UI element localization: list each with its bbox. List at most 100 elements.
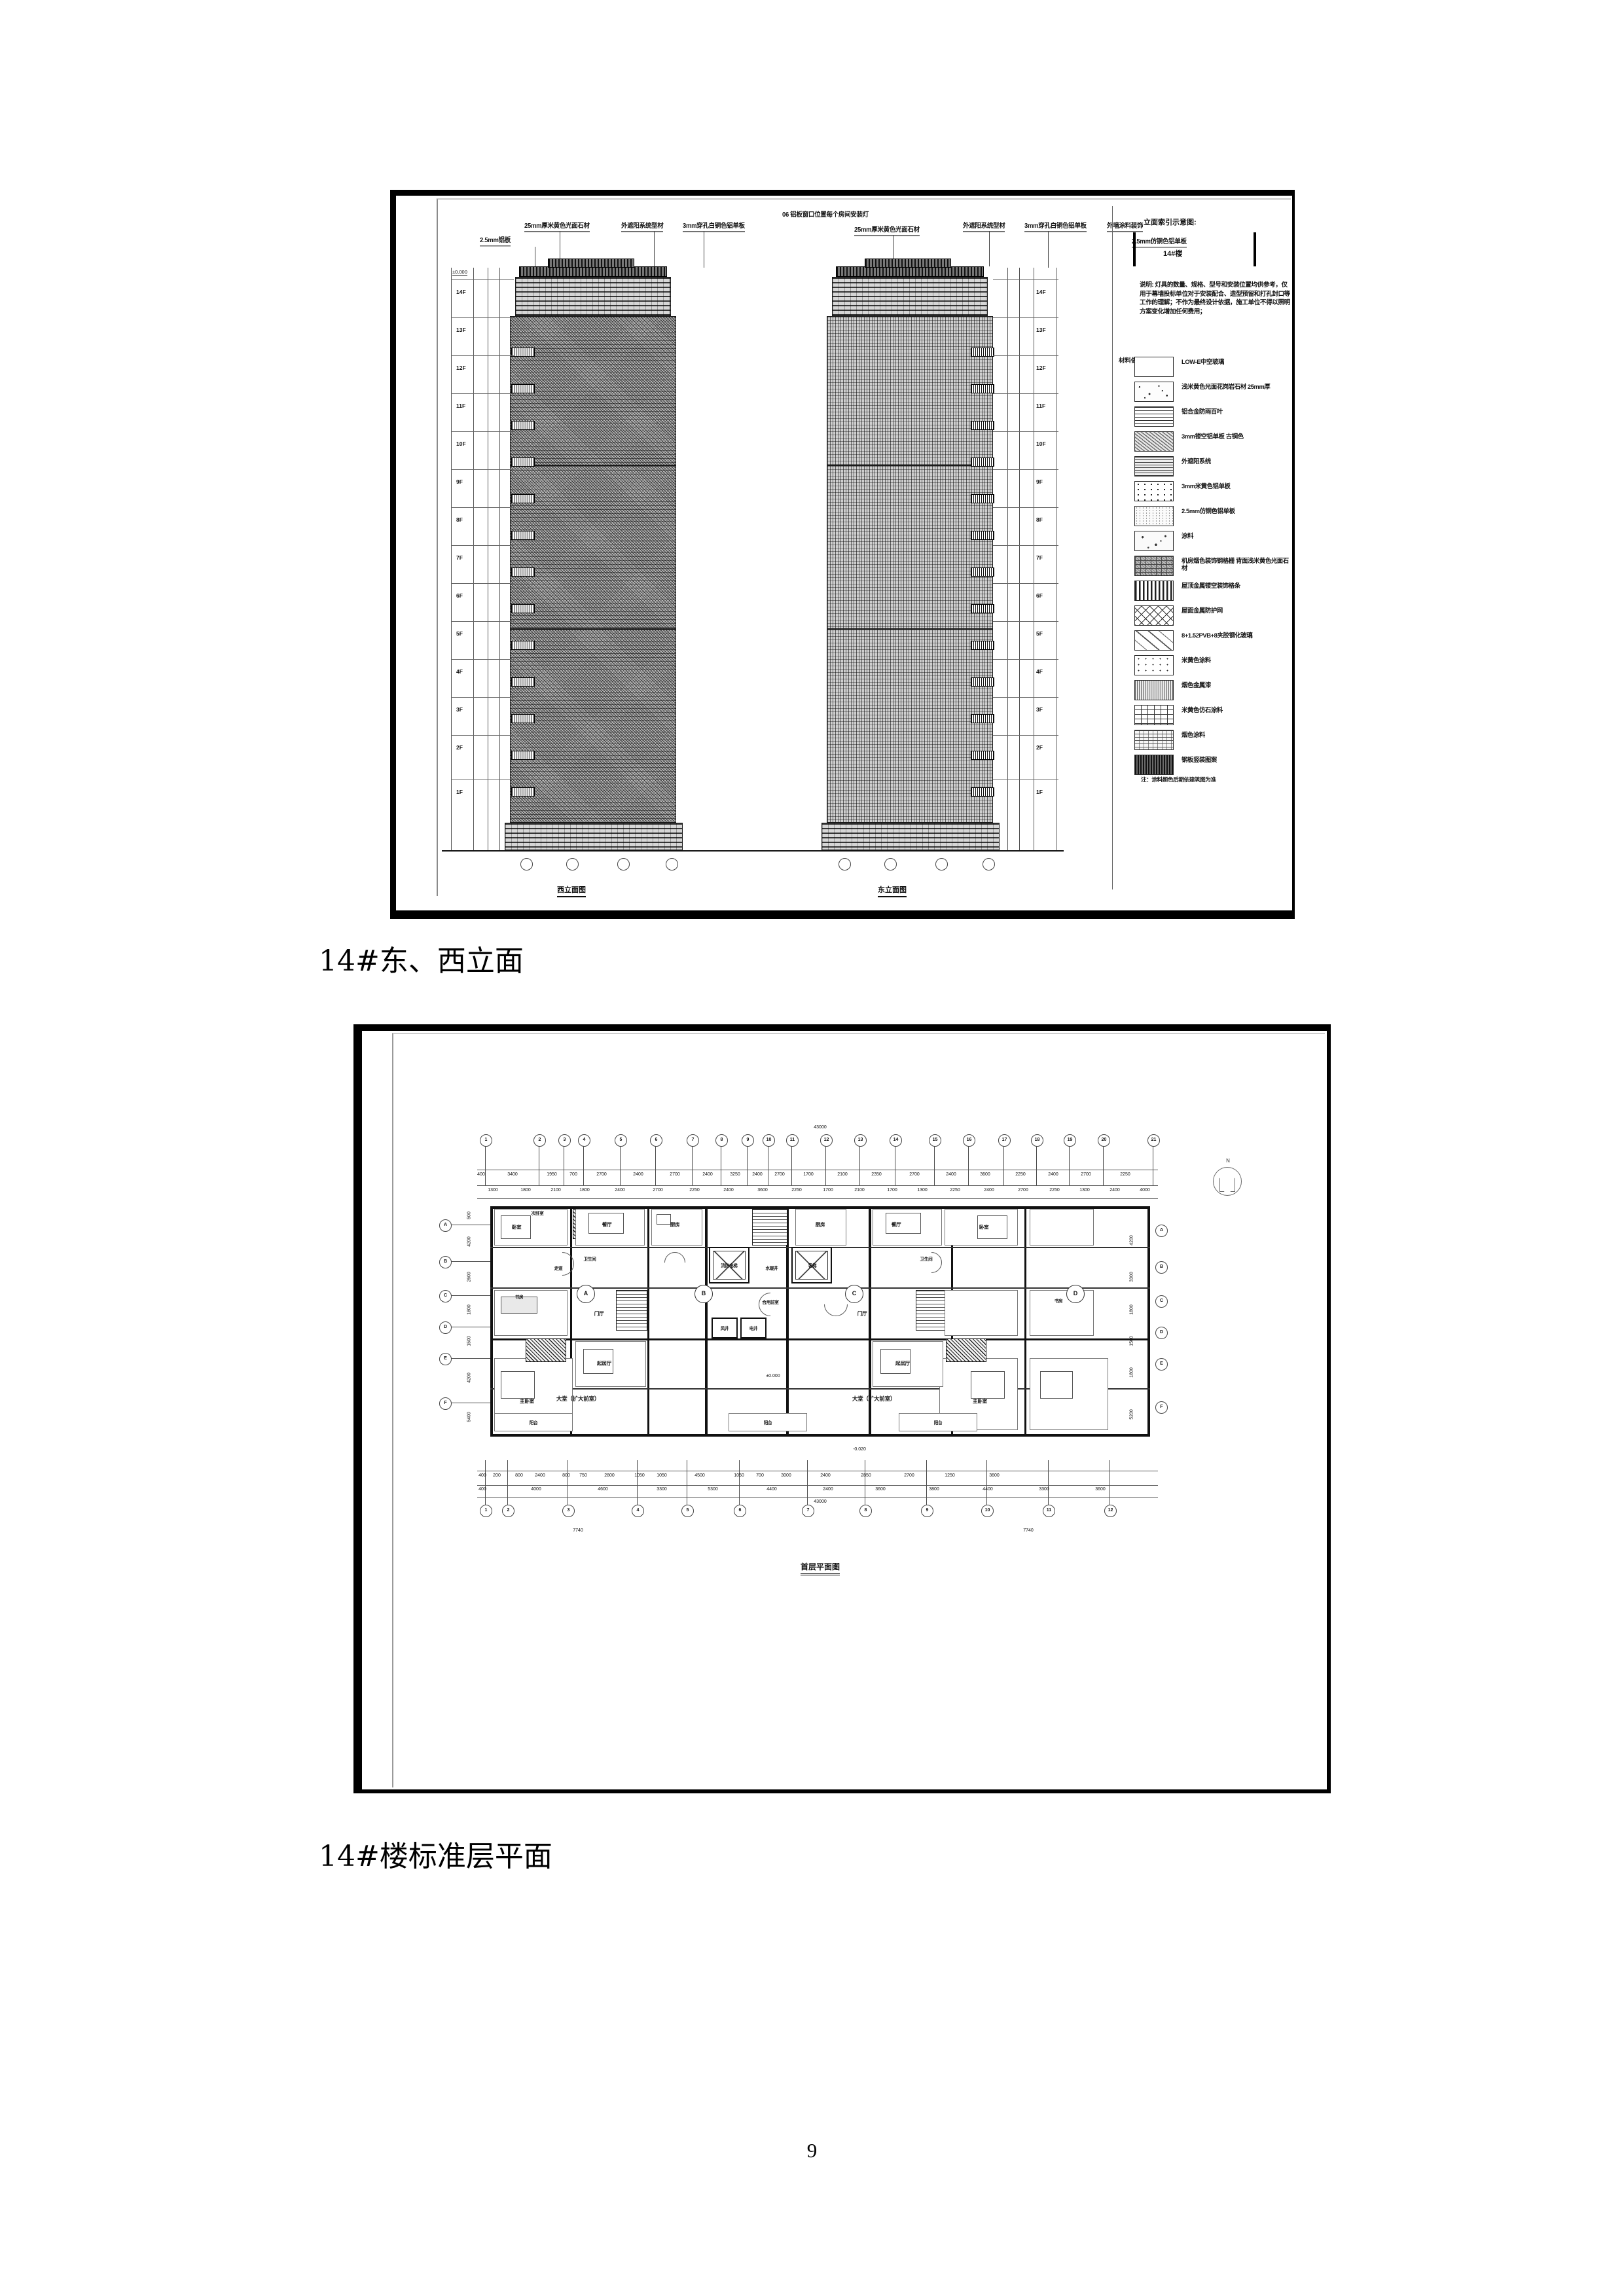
floor-level-label: 6F xyxy=(456,592,463,599)
legend-item: 3mm米黄色铝单板 xyxy=(1134,481,1290,503)
legend-item: 外遮阳系统 xyxy=(1134,456,1290,478)
floor-level-label: 13F xyxy=(1036,327,1046,333)
grid-bubble-right: B xyxy=(1155,1261,1168,1274)
annotation-note: 外遮阳系统型材 xyxy=(621,223,664,232)
dimension-value: 1700 xyxy=(803,1172,814,1177)
grid-stem xyxy=(1103,1146,1104,1185)
interior-wall xyxy=(1024,1206,1026,1437)
figure-elevation-drawing: 2.5mm铝板 25mm厚米黄色光面石材 外遮阳系统型材 3mm穿孔白铜色铝单板… xyxy=(390,190,1295,919)
legend-item: 浅米黄色光面花岗岩石材 25mm厚 xyxy=(1134,382,1290,404)
grid-stem xyxy=(1048,1460,1049,1505)
floor-level-label: 9F xyxy=(456,478,463,485)
dimension-value: 2400 xyxy=(984,1188,994,1193)
dimension-value: 1300 xyxy=(488,1188,498,1193)
grid-stem xyxy=(1069,1146,1070,1185)
grid-stem xyxy=(926,1460,927,1505)
dimension-value: 4200 xyxy=(467,1372,472,1383)
legend-item: 2.5mm仿铜色铝单板 xyxy=(1134,506,1290,528)
dimension-value: 4400 xyxy=(983,1487,993,1492)
figure-floor-plan-drawing: N 1 2 3 4 5 6 7 8 9 10 11 12 13 14 15 16… xyxy=(353,1024,1331,1793)
bed-furniture xyxy=(977,1215,1007,1239)
dimension-value: 1950 xyxy=(547,1172,557,1177)
room-label: 客梯 xyxy=(808,1264,817,1268)
grid-bubble-right: D xyxy=(1155,1327,1168,1339)
grid-stem xyxy=(807,1460,808,1505)
dimension-value: 4600 xyxy=(598,1487,608,1492)
grid-stem xyxy=(583,1146,584,1185)
legend-item: 米黄色涂料 xyxy=(1134,655,1290,677)
dimension-value: 2700 xyxy=(1081,1172,1091,1177)
legend-swatch-icon xyxy=(1134,382,1174,402)
dimension-value: 750 xyxy=(579,1473,587,1478)
legend-label: 钢板竖装图案 xyxy=(1182,756,1217,763)
building-base-east xyxy=(821,823,1000,850)
balcony xyxy=(971,531,994,540)
building-base-west xyxy=(505,823,683,850)
balcony xyxy=(511,348,535,357)
dimension-value: 5200 xyxy=(1129,1409,1134,1420)
grid-bubble xyxy=(884,858,897,870)
legend-swatch-icon xyxy=(1134,655,1174,675)
room-outline xyxy=(1030,1209,1094,1246)
unit-tag: A xyxy=(577,1285,595,1303)
grid-bubble-top: 11 xyxy=(786,1134,799,1147)
dimension-value: 2350 xyxy=(871,1172,882,1177)
legend-swatch-icon xyxy=(1134,431,1174,452)
legend-swatch-icon xyxy=(1134,705,1174,725)
grid-bubble-top: 1 xyxy=(480,1134,492,1147)
legend-swatch-icon xyxy=(1134,605,1174,626)
index-panel-title: 立面索引示意图: xyxy=(1144,219,1197,226)
floor-level-label: 5F xyxy=(456,630,463,637)
legend-label: 烟色涂料 xyxy=(1182,731,1205,738)
annotation-note: 25mm厚米黄色光面石材 xyxy=(854,226,920,236)
dimension-value: 1500 xyxy=(467,1336,472,1346)
dimension-value: 4000 xyxy=(531,1487,541,1492)
room-label: 风井 xyxy=(720,1327,729,1331)
grid-bubble xyxy=(566,858,579,870)
building-crown-east xyxy=(832,277,988,316)
dimension-value: 4200 xyxy=(467,1236,472,1247)
bathroom-wall xyxy=(526,1338,566,1362)
floor-level-label: 13F xyxy=(456,327,466,333)
dimension-value: 800 xyxy=(515,1473,523,1478)
legend-swatch-icon xyxy=(1134,357,1174,377)
grid-stem xyxy=(986,1460,987,1505)
balcony xyxy=(511,421,535,430)
grid-stem xyxy=(485,1460,486,1505)
room-label: 阳台 xyxy=(933,1421,943,1426)
dimension-value: 1050 xyxy=(657,1473,667,1478)
north-circle xyxy=(1213,1167,1242,1196)
room-label: 门厅 xyxy=(594,1310,604,1317)
legend-label: 米黄色涂料 xyxy=(1182,656,1211,664)
room-outline xyxy=(945,1290,1018,1336)
dimension-value: 3250 xyxy=(730,1172,740,1177)
dimension-value: 2400 xyxy=(752,1172,763,1177)
room-label: 合用前室 xyxy=(762,1300,779,1305)
interior-wall xyxy=(786,1206,789,1437)
grid-stem xyxy=(507,1460,508,1505)
dimension-value: 2800 xyxy=(604,1473,615,1478)
grid-bubble-left: D xyxy=(439,1321,452,1334)
grid-bubble-bottom: 2 xyxy=(502,1505,514,1517)
exterior-wall xyxy=(490,1206,1150,1209)
elevation-title-east: 东立面图 xyxy=(878,884,907,897)
dimension-value: 3000 xyxy=(781,1473,791,1478)
legend-swatch-icon xyxy=(1134,730,1174,750)
dimension-value: 400 xyxy=(477,1172,485,1177)
grid-bubble-bottom: 4 xyxy=(632,1505,644,1517)
interior-wall xyxy=(647,1206,649,1437)
building-upper-east xyxy=(827,316,993,465)
grid-stem xyxy=(825,1146,826,1185)
legend-item: LOW-E中空玻璃 xyxy=(1134,357,1290,379)
level-mark: ±0.000 xyxy=(766,1374,780,1378)
legend-label: 浅米黄色光面花岗岩石材 25mm厚 xyxy=(1182,383,1271,390)
floor-level-label: 9F xyxy=(1036,478,1043,485)
balcony xyxy=(971,457,994,467)
grid-stem xyxy=(485,1146,486,1185)
balcony xyxy=(511,531,535,540)
legend-item: 涂料 xyxy=(1134,531,1290,553)
legend-item: 8+1.52PVB+8夹胶钢化玻璃 xyxy=(1134,630,1290,653)
leader-line xyxy=(654,231,655,266)
dimension-value: 2400 xyxy=(702,1172,713,1177)
